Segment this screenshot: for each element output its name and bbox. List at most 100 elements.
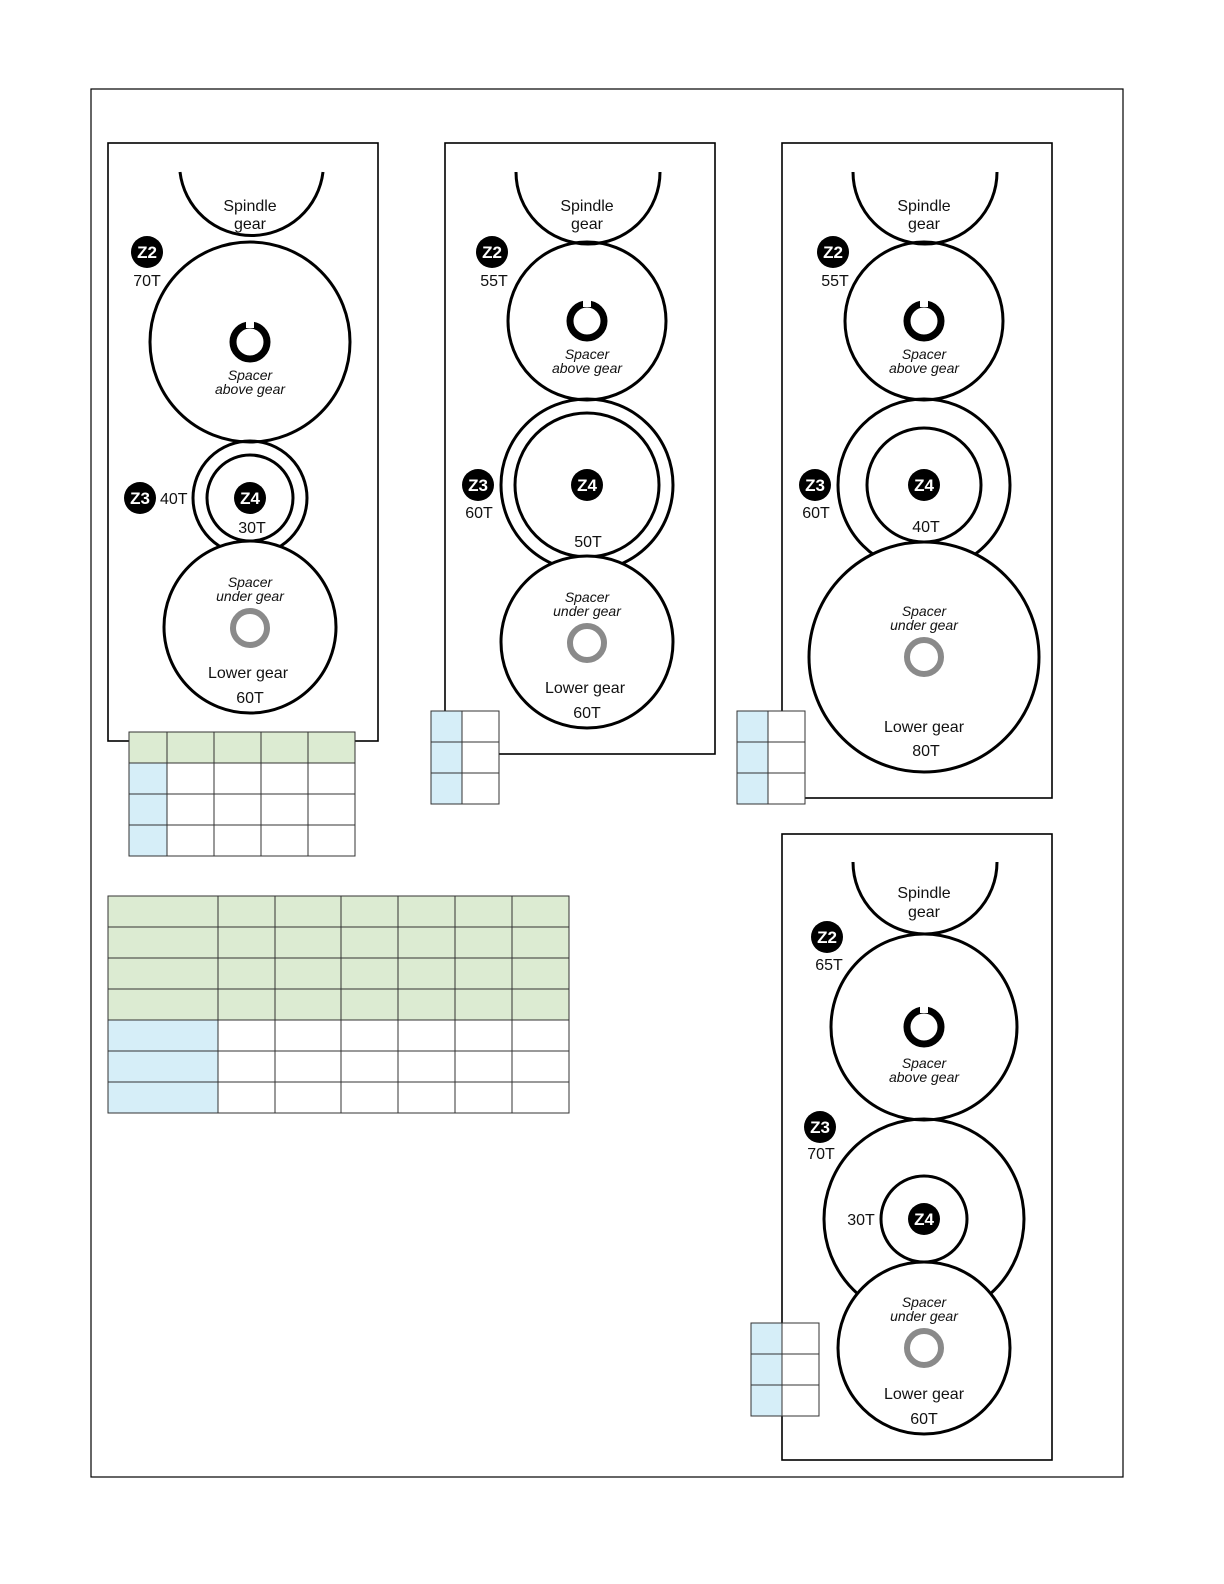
panel-a-lower-teeth: 60T (236, 690, 264, 707)
page-border (90, 88, 1124, 1478)
table-cell (750, 1353, 783, 1386)
panel-a-keyway (246, 320, 254, 328)
table-cell (274, 1081, 342, 1114)
panel-b-lower-label: Lower gear (545, 680, 626, 697)
panel-d-table (750, 1322, 820, 1417)
panel-d-lower-label: Lower gear (884, 1386, 965, 1403)
panel-a-spindle-label: Spindle (223, 198, 276, 215)
table-cell (454, 957, 513, 990)
panel-a-spindle-label2: gear (234, 216, 267, 233)
table-cell (736, 772, 769, 805)
table-cell (260, 824, 309, 857)
table-cell (307, 793, 356, 826)
panel-b-z3-badge (462, 469, 494, 501)
panel-d: Spindle gear Z2 65T Spacer above gear Z3… (781, 833, 1053, 1461)
table-cell (217, 895, 276, 928)
panel-c-z4-badge-text: Z4 (914, 476, 934, 495)
panel-a-z3-badge-text: Z3 (130, 489, 150, 508)
panel-b-spacer-under-label: Spacer (565, 589, 611, 605)
panel-b-z4-badge (571, 469, 603, 501)
table-cell (107, 926, 219, 959)
table-cell (767, 741, 806, 774)
panel-b-z2-badge-text: Z2 (482, 243, 502, 262)
table-cell (107, 988, 219, 1021)
panel-c-spacer-under-label: Spacer (902, 603, 948, 619)
table-cell (767, 772, 806, 805)
panel-b-spacer-above-label: Spacer (565, 346, 611, 362)
panel-d-z2-badge-text: Z2 (817, 928, 837, 947)
table-cell (511, 926, 570, 959)
panel-d-z3-badge (804, 1111, 836, 1143)
panel-a-z4-badge-text: Z4 (240, 489, 260, 508)
panel-a-lower-label: Lower gear (208, 665, 289, 682)
table-cell (166, 824, 215, 857)
table-cell (454, 1019, 513, 1052)
panel-a-z2-badge (131, 236, 163, 268)
panel-a-z3-badge (124, 482, 156, 514)
table-cell (107, 1081, 219, 1114)
panel-c-keyway (920, 299, 928, 307)
table-cell (430, 710, 463, 743)
panel-a-z2-teeth: 70T (133, 273, 161, 290)
table-cell (397, 926, 456, 959)
table-cell (128, 824, 168, 857)
panel-d-z4-badge-text: Z4 (914, 1210, 934, 1229)
panel-b-z2-teeth: 55T (480, 273, 508, 290)
panel-d-z4-badge (908, 1203, 940, 1235)
table-cell (274, 957, 342, 990)
panel-a-z4-teeth: 30T (238, 520, 266, 537)
table-cell (274, 1050, 342, 1083)
table-cell (454, 1081, 513, 1114)
table-cell (461, 741, 500, 774)
panel-a-spacer-above-label2: above gear (215, 381, 286, 397)
table-cell (736, 710, 769, 743)
panel-b-spacer-above-label2: above gear (552, 360, 623, 376)
panel-b-z3-teeth: 60T (465, 505, 493, 522)
table-cell (397, 1019, 456, 1052)
table-cell (750, 1384, 783, 1417)
table-cell (274, 988, 342, 1021)
panel-c-spacer-under-label2: under gear (890, 617, 959, 633)
panel-c-z2-teeth: 55T (821, 273, 849, 290)
table-cell (511, 895, 570, 928)
panel-b-lower-teeth: 60T (573, 705, 601, 722)
table-cell (781, 1322, 820, 1355)
panel-a-spacer-under-label: Spacer (228, 574, 274, 590)
table-cell (430, 772, 463, 805)
table-cell (213, 824, 262, 857)
table-cell (128, 762, 168, 795)
panel-b: Spindle gear Z2 55T Spacer above gear Z3… (444, 142, 716, 755)
table-cell (767, 710, 806, 743)
panel-a-spacer-above-label: Spacer (228, 367, 274, 383)
panel-c: Spindle gear Z2 55T Spacer above gear Z3… (781, 142, 1053, 799)
panel-b-z4-badge-text: Z4 (577, 476, 597, 495)
panel-c-lower-gear (807, 540, 1041, 774)
table-cell (307, 731, 356, 764)
panel-c-z4-badge (908, 469, 940, 501)
table-cell (274, 926, 342, 959)
table-cell (107, 895, 219, 928)
panel-c-z3-badge (799, 469, 831, 501)
panel-a-z2-badge-text: Z2 (137, 243, 157, 262)
panel-d-z2-badge (811, 921, 843, 953)
panel-a-z3-teeth: 40T (160, 491, 188, 508)
panel-c-lower-teeth: 80T (912, 743, 940, 760)
panel-b-keyway (583, 299, 591, 307)
table-cell (166, 793, 215, 826)
table-cell (430, 741, 463, 774)
panel-b-spindle-gear (514, 171, 662, 246)
panel-c-z2-badge (817, 236, 849, 268)
table-cell (107, 957, 219, 990)
panel-b-z2-badge (476, 236, 508, 268)
panel-c-table (736, 710, 806, 805)
panel-b-table (430, 710, 500, 805)
panel-c-spacer-above-label2: above gear (889, 360, 960, 376)
panel-d-spacer-above-label: Spacer (902, 1055, 948, 1071)
table-cell (511, 988, 570, 1021)
table-cell (107, 1050, 219, 1083)
panel-a-lower-gear (162, 539, 338, 715)
panel-c-lower-label: Lower gear (884, 719, 965, 736)
table-cell (750, 1322, 783, 1355)
table-cell (781, 1353, 820, 1386)
